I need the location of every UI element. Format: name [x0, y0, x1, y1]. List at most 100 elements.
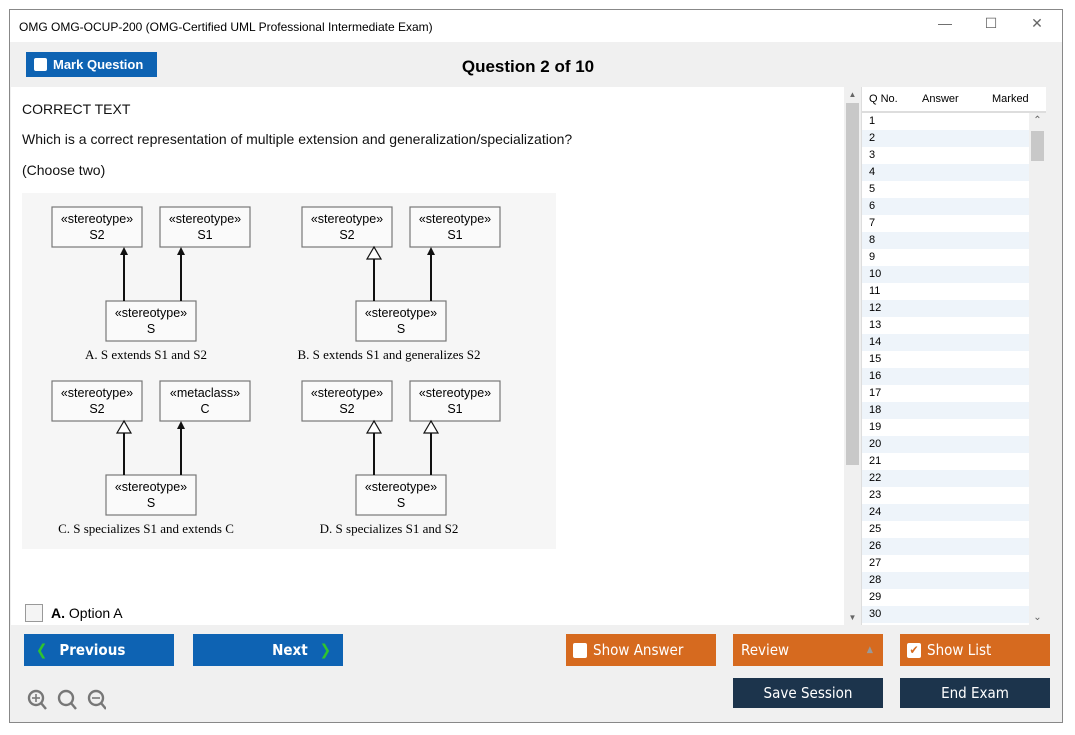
- list-row[interactable]: 15: [869, 353, 882, 365]
- diagram-svg: «stereotype» S2 «stereotype» S1 «stereotype»…: [51, 206, 501, 536]
- stereotype-label: «stereotype»: [365, 480, 437, 494]
- class-name: S2: [339, 228, 354, 242]
- class-name: S1: [447, 228, 462, 242]
- list-row[interactable]: 23: [869, 489, 882, 501]
- zoom-in-icon[interactable]: [27, 689, 47, 710]
- checkbox-icon: [34, 58, 47, 71]
- diagram-panel-c: «stereotype»S2«metaclass»C«stereotype»SC…: [51, 380, 251, 536]
- list-row[interactable]: 4: [862, 164, 1038, 181]
- maximize-button[interactable]: ☐: [984, 15, 998, 31]
- list-row[interactable]: 14: [862, 334, 1038, 351]
- list-scroll-up-icon[interactable]: ⌃: [1033, 115, 1042, 126]
- chevron-left-icon: ❮: [36, 641, 48, 659]
- list-row[interactable]: 2: [862, 130, 1038, 147]
- question-instruction: (Choose two): [22, 162, 106, 178]
- diagram-panel-a: «stereotype»S2«stereotype»S1«stereotype»…: [51, 206, 251, 362]
- option-letter: A.: [51, 605, 65, 621]
- close-button[interactable]: ✕: [1031, 15, 1043, 31]
- class-name: S: [397, 322, 405, 336]
- stereotype-label: «stereotype»: [61, 212, 133, 226]
- list-row[interactable]: 25: [869, 523, 882, 535]
- diagram-panel-d: «stereotype»S2«stereotype»S1«stereotype»…: [301, 380, 501, 536]
- list-row[interactable]: 6: [862, 198, 1038, 215]
- list-row[interactable]: 11: [869, 285, 881, 297]
- list-row[interactable]: 22: [862, 470, 1038, 487]
- option-a[interactable]: A. Option A: [25, 604, 123, 622]
- end-exam-button[interactable]: End Exam: [900, 678, 1050, 708]
- class-box-right: [159, 380, 251, 422]
- scroll-thumb[interactable]: [846, 103, 859, 465]
- show-list-button[interactable]: ✔Show List: [900, 634, 1050, 666]
- hollow-triangle-arrowhead-icon: [365, 419, 383, 434]
- zoom-out-icon[interactable]: [87, 689, 106, 710]
- list-row[interactable]: 8: [862, 232, 1038, 249]
- header-marked: Marked: [992, 93, 1029, 105]
- list-scrollbar[interactable]: ⌃ ⌄: [1029, 113, 1046, 625]
- show-answer-checkbox[interactable]: [573, 642, 587, 658]
- window-title: OMG OMG-OCUP-200 (OMG-Certified UML Prof…: [19, 20, 433, 34]
- list-row[interactable]: 27: [869, 557, 882, 569]
- diagram-caption: D. S specializes S1 and S2: [320, 521, 459, 536]
- list-row[interactable]: 3: [869, 149, 876, 161]
- next-button[interactable]: Next❯: [193, 634, 343, 666]
- uml-diagram: «stereotype» S2 «stereotype» S1 «stereotype»…: [22, 193, 556, 549]
- list-row[interactable]: 20: [862, 436, 1038, 453]
- stereotype-label: «stereotype»: [365, 306, 437, 320]
- show-answer-button[interactable]: Show Answer: [566, 634, 716, 666]
- stereotype-label: «stereotype»: [169, 212, 241, 226]
- scroll-down-icon[interactable]: ▼: [848, 613, 857, 622]
- class-box-bottom: [355, 300, 447, 342]
- list-row[interactable]: 16: [862, 368, 1038, 385]
- list-row[interactable]: 30: [862, 606, 1038, 623]
- class-box-bottom: [105, 474, 197, 516]
- diagram-panel-b: «stereotype»S2«stereotype»S1«stereotype»…: [297, 206, 501, 362]
- list-row[interactable]: 29: [869, 591, 882, 603]
- stereotype-label: «stereotype»: [419, 386, 491, 400]
- list-row[interactable]: 26: [862, 538, 1038, 555]
- diagram-caption: B. S extends S1 and generalizes S2: [297, 347, 480, 362]
- zoom-controls: [27, 689, 106, 710]
- class-box-left: [51, 206, 143, 248]
- hollow-triangle-arrowhead-icon: [365, 245, 383, 260]
- header-answer: Answer: [922, 93, 959, 105]
- class-box-left: [301, 206, 393, 248]
- list-row[interactable]: 7: [869, 217, 876, 229]
- list-scroll-down-icon[interactable]: ⌄: [1033, 612, 1042, 623]
- zoom-reset-icon[interactable]: [57, 689, 77, 710]
- list-row[interactable]: 9: [869, 251, 876, 263]
- class-box-left: [301, 380, 393, 422]
- list-row[interactable]: 12: [862, 300, 1038, 317]
- list-row[interactable]: 5: [869, 183, 876, 195]
- class-name: S: [397, 496, 405, 510]
- list-row[interactable]: 19: [869, 421, 882, 433]
- list-row[interactable]: 21: [869, 455, 882, 467]
- list-row[interactable]: 13: [869, 319, 882, 331]
- save-session-button[interactable]: Save Session: [733, 678, 883, 708]
- stereotype-label: «stereotype»: [419, 212, 491, 226]
- list-header: Q No. Answer Marked: [862, 87, 1046, 113]
- list-scroll-thumb[interactable]: [1031, 131, 1044, 161]
- mark-question-button[interactable]: Mark Question: [26, 52, 157, 77]
- list-row[interactable]: 10: [862, 266, 1038, 283]
- review-dropdown[interactable]: Review▲: [733, 634, 883, 666]
- list-row[interactable]: 18: [862, 402, 1038, 419]
- list-row[interactable]: 1: [869, 115, 876, 127]
- show-list-checkbox-checked-icon[interactable]: ✔: [907, 642, 921, 658]
- hollow-triangle-arrowhead-icon: [115, 419, 133, 434]
- mark-question-label: Mark Question: [53, 57, 144, 72]
- filled-arrowhead-icon: [177, 421, 185, 429]
- scroll-up-icon[interactable]: ▲: [848, 90, 857, 99]
- list-row[interactable]: 28: [862, 572, 1038, 589]
- class-name: S2: [339, 402, 354, 416]
- minimize-button[interactable]: —: [938, 15, 952, 31]
- content-scrollbar[interactable]: ▲ ▼: [844, 87, 861, 625]
- show-answer-label: Show Answer: [593, 641, 684, 659]
- list-row[interactable]: 24: [862, 504, 1038, 521]
- diagram-caption: A. S extends S1 and S2: [85, 347, 207, 362]
- list-row[interactable]: 17: [869, 387, 882, 399]
- title-bar: OMG OMG-OCUP-200 (OMG-Certified UML Prof…: [10, 10, 1062, 42]
- previous-button[interactable]: ❮Previous: [24, 634, 174, 666]
- option-a-checkbox[interactable]: [25, 604, 43, 622]
- class-box-right: [409, 380, 501, 422]
